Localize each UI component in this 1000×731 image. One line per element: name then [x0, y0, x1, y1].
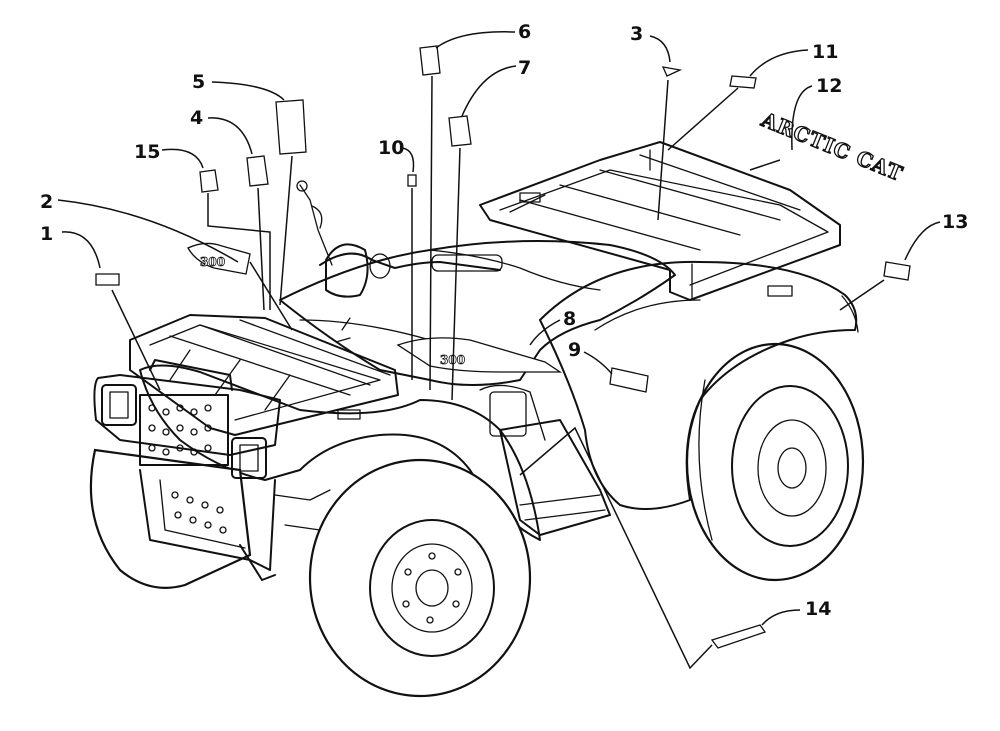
decal-7 — [448, 115, 472, 147]
decal-15 — [199, 169, 219, 193]
callout-8: 8 — [563, 308, 576, 330]
callout-7: 7 — [518, 57, 531, 79]
callout-11: 11 — [812, 41, 838, 63]
leader-lines — [57, 31, 941, 670]
callout-13: 13 — [942, 211, 968, 233]
callout-15: 15 — [134, 141, 160, 163]
callout-2: 2 — [40, 191, 53, 213]
front-left-wheel — [89, 448, 252, 589]
callout-5: 5 — [192, 71, 205, 93]
decal-3 — [661, 66, 683, 77]
callout-3: 3 — [630, 23, 643, 45]
callout-labels: 1 2 3 4 5 6 7 8 9 10 11 12 13 14 15 — [40, 21, 968, 620]
decal-11 — [729, 75, 757, 89]
decal-2-text: 300 — [200, 255, 225, 269]
callout-1: 1 — [40, 223, 53, 245]
rear-cargo-rack — [479, 141, 841, 301]
decal-12-text: ARCTIC CAT — [757, 107, 906, 186]
decal-2-model: 300 — [187, 242, 251, 275]
front-right-wheel — [308, 458, 532, 698]
footrest — [479, 384, 611, 536]
decal-12-brand: ARCTIC CAT — [757, 106, 908, 186]
callout-9: 9 — [568, 339, 581, 361]
decal-4 — [246, 155, 269, 187]
callout-4: 4 — [190, 107, 203, 129]
callout-14: 14 — [805, 598, 831, 620]
decal-13 — [883, 261, 911, 281]
decal-5 — [275, 99, 307, 155]
callout-6: 6 — [518, 21, 531, 43]
front-cargo-rack — [129, 314, 399, 436]
callout-10: 10 — [378, 137, 404, 159]
decal-10 — [407, 174, 417, 187]
rear-right-wheel — [685, 342, 865, 582]
callout-12: 12 — [816, 75, 842, 97]
decal-14 — [710, 624, 767, 649]
decal-6 — [419, 45, 441, 76]
front-brush-guard — [93, 359, 331, 581]
decal-1 — [95, 273, 120, 286]
decal-9 — [609, 367, 649, 393]
